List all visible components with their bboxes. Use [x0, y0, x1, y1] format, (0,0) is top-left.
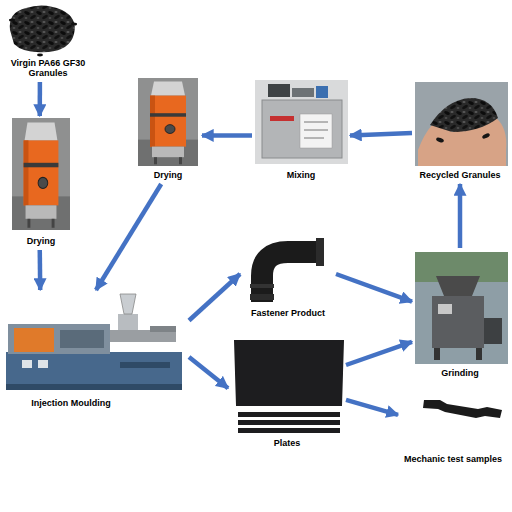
fastener-picture — [250, 238, 324, 302]
picture-area — [240, 226, 336, 306]
picture-area — [3, 290, 189, 396]
process-step: Drying — [10, 116, 72, 250]
process-step: Mechanic test samples — [398, 392, 508, 468]
flow-arrow — [38, 250, 43, 290]
process-step: Grinding — [412, 248, 508, 382]
process-step: Mixing — [252, 76, 350, 184]
step-label: Injection Moulding — [3, 396, 189, 408]
step-label: Virgin PA66 GF30 Granules — [3, 56, 93, 79]
flow-arrow — [38, 82, 43, 116]
flow-arrow — [96, 184, 161, 290]
step-label: Recycled Granules — [412, 168, 508, 180]
picture-area — [412, 78, 508, 168]
grinder-picture — [415, 252, 508, 364]
picture-area — [412, 248, 508, 366]
process-step: Drying — [134, 76, 202, 184]
step-label: Drying — [10, 234, 72, 246]
test-sample-picture — [423, 400, 502, 418]
injection-machine-picture — [6, 294, 182, 390]
process-step: Virgin PA66 GF30 Granules — [3, 2, 93, 82]
process-step: Recycled Granules — [412, 78, 508, 184]
step-label: Plates — [228, 436, 346, 448]
flow-arrow — [458, 184, 463, 248]
picture-area — [228, 336, 346, 436]
mixer-picture — [255, 80, 348, 164]
step-label: Drying — [134, 168, 202, 180]
flow-arrow — [346, 400, 398, 415]
step-label: Fastener Product — [240, 306, 336, 318]
dryer-picture — [138, 78, 198, 166]
picture-area — [3, 2, 93, 56]
flow-arrow — [346, 342, 412, 365]
flow-arrow — [202, 133, 252, 138]
flow-arrow — [336, 274, 412, 302]
step-label: Mixing — [252, 168, 350, 180]
dryer-picture — [12, 118, 70, 230]
plates-picture — [234, 340, 344, 433]
process-step: Injection Moulding — [3, 290, 189, 412]
flow-arrow — [189, 274, 240, 321]
picture-area — [10, 116, 72, 234]
picture-area — [134, 76, 202, 168]
step-label: Grinding — [412, 366, 508, 378]
recycled-granules-picture — [415, 82, 508, 166]
flow-arrow — [350, 133, 412, 135]
picture-area — [398, 392, 508, 452]
process-step: Plates — [228, 336, 346, 452]
step-label: Mechanic test samples — [398, 452, 508, 464]
picture-area — [252, 76, 350, 168]
flow-arrow — [189, 357, 228, 388]
virgin-granules-picture — [9, 5, 77, 56]
process-step: Fastener Product — [240, 226, 336, 322]
